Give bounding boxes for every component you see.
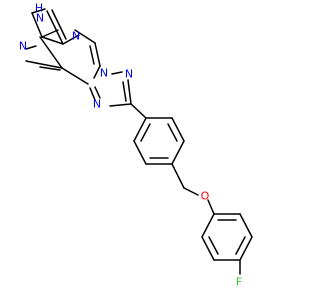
nh-hydrogen-label: H: [35, 2, 43, 15]
bond: [201, 236, 215, 261]
pyrimidine-nitrogen-label: N: [72, 30, 80, 43]
bond: [25, 60, 37, 64]
triazole-nitrogen-left-label: N: [93, 98, 101, 111]
bond: [35, 62, 63, 69]
nh-nitrogen-label: N: [36, 12, 44, 25]
bond: [183, 187, 199, 196]
bond: [171, 117, 185, 142]
bond: [171, 163, 185, 189]
bond: [133, 117, 147, 142]
bond-layer: [25, 8, 253, 275]
bond: [130, 103, 147, 119]
bond: [235, 236, 246, 255]
bond: [93, 65, 101, 79]
bond: [74, 29, 96, 44]
bond: [41, 36, 64, 45]
bond: [31, 8, 46, 14]
pyrazole-nitrogen-label: N: [19, 40, 27, 53]
bond: [62, 34, 80, 45]
bond: [89, 45, 95, 65]
bridgehead-nitrogen-label: N: [100, 67, 108, 80]
bond: [41, 29, 59, 38]
bond: [167, 123, 178, 142]
bond: [239, 236, 253, 261]
bond: [207, 199, 215, 215]
bond: [140, 123, 151, 142]
bond: [127, 79, 132, 105]
bond: [39, 66, 61, 71]
bond: [39, 36, 63, 69]
fluorine-label: F: [236, 276, 242, 289]
bond: [201, 213, 215, 238]
bond: [239, 213, 253, 238]
bond: [94, 86, 101, 99]
bond: [133, 140, 147, 165]
bond: [171, 140, 185, 165]
triazole-nitrogen-right-label: N: [125, 68, 133, 81]
bond: [61, 67, 89, 85]
bond: [25, 45, 37, 50]
ether-oxygen-label: O: [201, 190, 210, 203]
molecule-structure: N H N N N N N O F: [19, 2, 253, 289]
bond: [31, 12, 43, 38]
bond: [208, 236, 219, 255]
atom-label-layer: N H N N N N N O F: [19, 2, 242, 289]
bond: [109, 103, 132, 107]
bond: [111, 71, 123, 75]
bond: [122, 81, 127, 102]
bond: [46, 10, 64, 45]
bond: [89, 87, 96, 101]
bond: [51, 9, 67, 40]
bond: [94, 42, 101, 67]
